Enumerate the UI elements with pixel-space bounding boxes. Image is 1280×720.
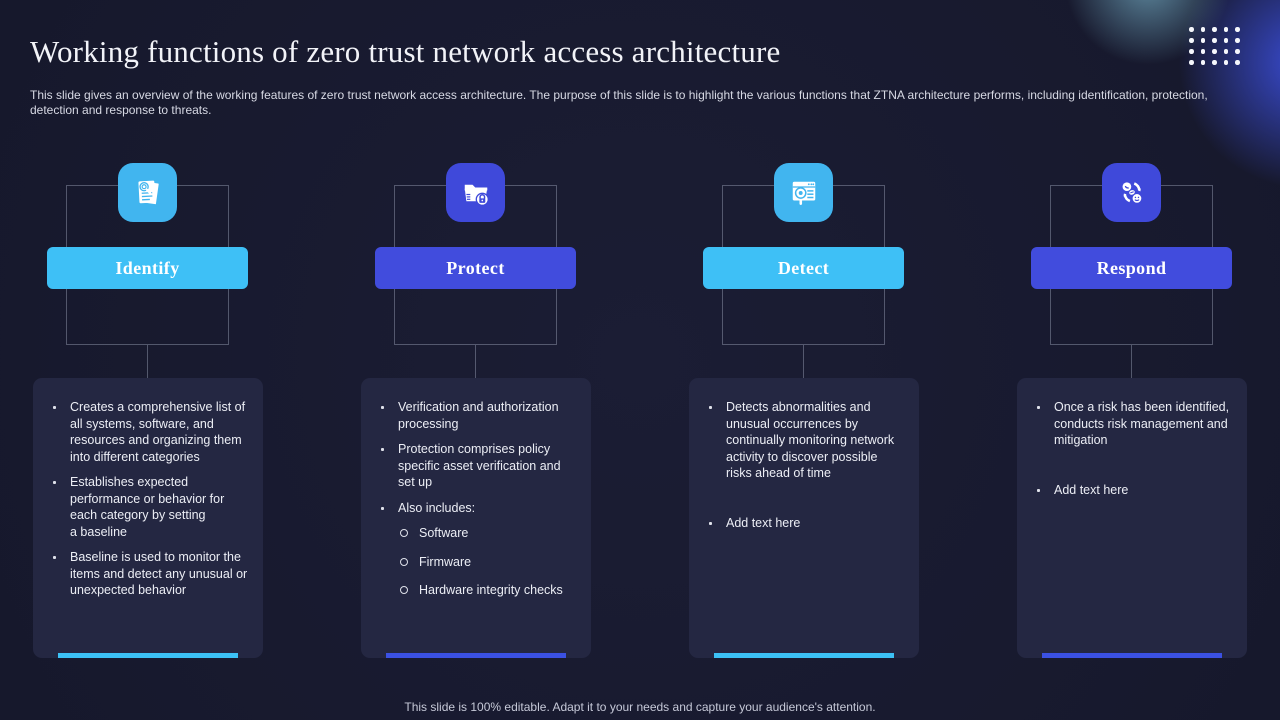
protect-card: Verification and authorization processin… (361, 378, 591, 658)
card-accent-bar (58, 653, 238, 658)
list-subitem: Software (373, 525, 577, 542)
list-item: Establishes expected performance or beha… (45, 474, 249, 540)
list-item: Baseline is used to monitor the items an… (45, 549, 249, 599)
protect-bullet-list: Verification and authorization processin… (373, 399, 577, 599)
connector-line (1131, 345, 1132, 378)
dot-grid-decoration (1189, 27, 1247, 71)
detect-bullet-list: Detects abnormalities and unusual occurr… (701, 399, 905, 531)
response-cycle-icon (1102, 163, 1161, 222)
list-item: Detects abnormalities and unusual occurr… (701, 399, 905, 482)
protect-button[interactable]: Protect (375, 247, 576, 289)
detect-card: Detects abnormalities and unusual occurr… (689, 378, 919, 658)
identify-button[interactable]: Identify (47, 247, 248, 289)
card-accent-bar (714, 653, 894, 658)
list-item: Creates a comprehensive list of all syst… (45, 399, 249, 465)
document-search-icon (118, 163, 177, 222)
monitor-search-icon (774, 163, 833, 222)
respond-button[interactable]: Respond (1031, 247, 1232, 289)
respond-card: Once a risk has been identified, conduct… (1017, 378, 1247, 658)
list-item-placeholder: Add text here (1029, 482, 1233, 499)
identify-card: Creates a comprehensive list of all syst… (33, 378, 263, 658)
slide-description: This slide gives an overview of the work… (30, 88, 1208, 117)
list-item: Protection comprises policy specific ass… (373, 441, 577, 491)
list-item: Also includes: (373, 500, 577, 517)
connector-line (803, 345, 804, 378)
list-item-placeholder: Add text here (701, 515, 905, 532)
identify-bullet-list: Creates a comprehensive list of all syst… (45, 399, 249, 599)
list-subitem: Firmware (373, 554, 577, 571)
footer-note: This slide is 100% editable. Adapt it to… (404, 700, 876, 714)
list-subitem: Hardware integrity checks (373, 582, 577, 599)
list-item: Once a risk has been identified, conduct… (1029, 399, 1233, 449)
page-title: Working functions of zero trust network … (30, 34, 781, 69)
card-accent-bar (386, 653, 566, 658)
detect-button[interactable]: Detect (703, 247, 904, 289)
card-accent-bar (1042, 653, 1222, 658)
respond-bullet-list: Once a risk has been identified, conduct… (1029, 399, 1233, 498)
connector-line (475, 345, 476, 378)
list-item: Verification and authorization processin… (373, 399, 577, 432)
connector-line (147, 345, 148, 378)
folder-lock-icon (446, 163, 505, 222)
